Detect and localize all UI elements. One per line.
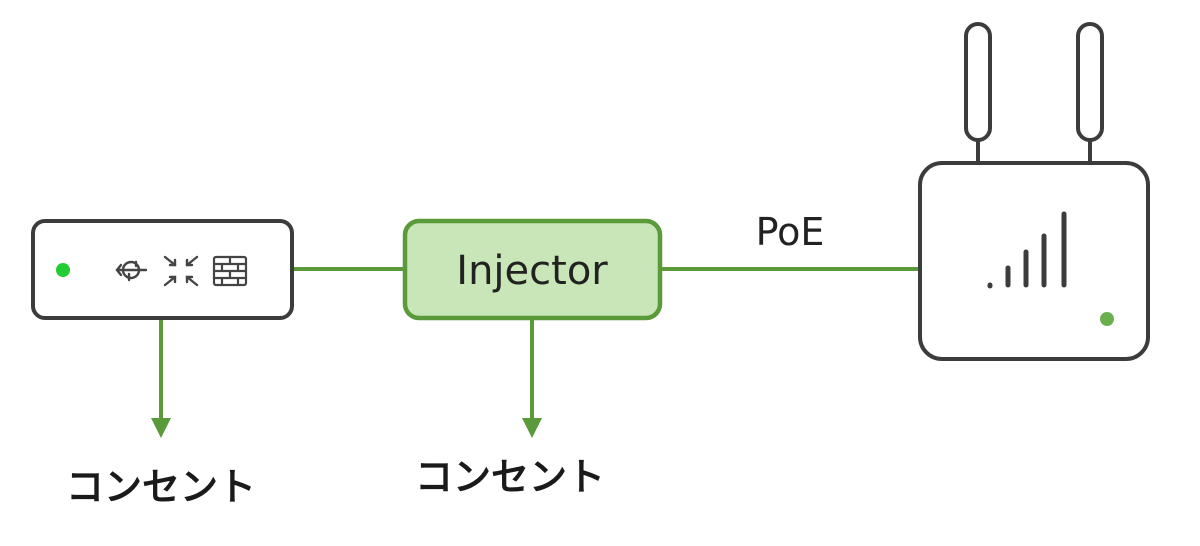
injector-body [402, 218, 663, 321]
firewall-brick-icon [212, 255, 248, 287]
router-outlet-arrow [151, 320, 171, 438]
injector-device: Injector [402, 218, 663, 321]
router-body [31, 219, 294, 320]
compress-arrows-icon [163, 255, 199, 287]
injector-outlet-label: コンセント [415, 455, 605, 499]
ap-antenna-left [964, 22, 992, 142]
injector-label: Injector [456, 248, 608, 294]
poe-label: PoE [756, 210, 825, 254]
usb-icon [115, 260, 148, 282]
ap-status-led [1100, 312, 1114, 326]
router-device [31, 219, 294, 320]
router-outlet-label: コンセント [66, 465, 256, 509]
router-status-led [56, 263, 70, 277]
ap-body [918, 161, 1150, 361]
ap-antenna-right [1076, 22, 1104, 142]
signal-bars-icon [987, 211, 1067, 289]
access-point-device [918, 22, 1150, 361]
injector-outlet-arrow [522, 320, 542, 438]
